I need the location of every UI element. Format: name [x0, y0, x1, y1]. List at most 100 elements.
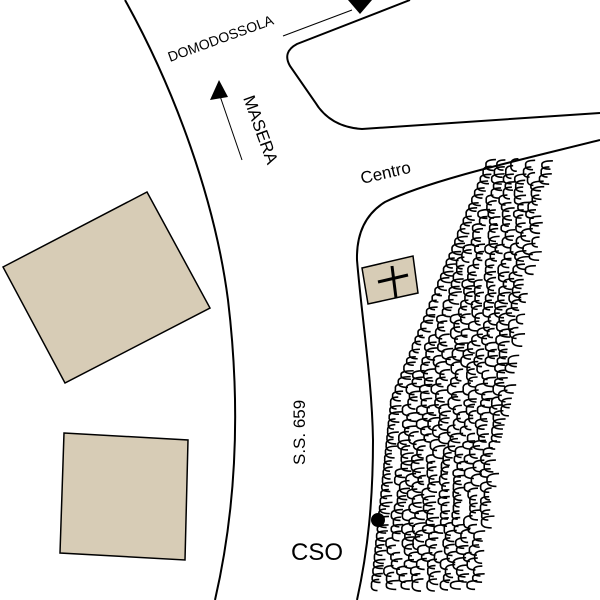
hatch-stroke [511, 283, 524, 299]
hatch-stroke [479, 397, 494, 409]
hatch-stroke [394, 383, 403, 395]
hatch-stroke [490, 396, 499, 410]
arrow-domodossola-icon [282, 0, 372, 37]
hatch-stroke [411, 522, 426, 536]
hatch-stroke [452, 486, 465, 502]
hatch-stroke [463, 398, 477, 408]
hatch-stroke [447, 395, 459, 411]
hatch-stroke [466, 360, 479, 376]
hatch-stroke [459, 299, 469, 311]
hatch-stroke [384, 445, 398, 459]
hatch-stroke [390, 558, 403, 570]
hatch-stroke [442, 445, 456, 459]
hatch-stroke [433, 524, 446, 534]
hatch-stroke [498, 285, 507, 297]
hatch-stroke [428, 299, 437, 311]
hatch-stroke [494, 243, 505, 255]
hatch-stroke [509, 242, 520, 256]
hatch-stroke [372, 558, 386, 570]
hatch-stroke [387, 418, 396, 430]
hatch-stroke [423, 341, 437, 353]
hatch-stroke [514, 250, 527, 262]
hatch-stroke [437, 417, 450, 431]
hatch-stroke [441, 306, 453, 318]
hatch-stroke [389, 404, 402, 416]
hatch-stroke [470, 299, 480, 311]
hatch-stroke [376, 524, 389, 534]
hatch-stroke [483, 299, 492, 311]
hatch-stroke [515, 234, 527, 250]
hatch-stroke [389, 396, 399, 410]
hatch-stroke [463, 284, 475, 298]
hatch-stroke [416, 544, 427, 556]
hatch-stroke [487, 284, 496, 298]
hatch-stroke [408, 517, 417, 527]
hatch-stroke [380, 481, 393, 493]
hatch-stroke [411, 578, 424, 592]
hatch-stroke [371, 572, 383, 584]
hatch-stroke [401, 403, 412, 417]
hatch-stroke [434, 396, 444, 410]
hatch-stroke [469, 494, 478, 508]
hatch-stroke [540, 166, 550, 178]
hatch-stroke [461, 278, 475, 290]
hatch-stroke [471, 538, 482, 548]
hatch-stroke [482, 165, 492, 179]
hatch-stroke [501, 397, 512, 409]
hatch-stroke [390, 523, 404, 535]
hatch-stroke [442, 298, 454, 312]
hatch-stroke [528, 215, 542, 227]
hatch-stroke [474, 291, 484, 305]
hatch-stroke [431, 423, 443, 439]
hatch-stroke [417, 474, 426, 486]
hatch-stroke [473, 530, 486, 542]
hatch-stroke [504, 228, 516, 242]
hatch-stroke [421, 356, 431, 366]
hatch-stroke [442, 451, 452, 467]
hatch-stroke [456, 410, 467, 424]
hatch-stroke [411, 480, 424, 494]
hatch-stroke [477, 433, 489, 443]
hatch-stroke [502, 186, 512, 200]
hatch-stroke [401, 508, 412, 522]
hatch-stroke [462, 514, 473, 530]
hatch-stroke [408, 501, 422, 515]
hatch-stroke [400, 460, 415, 472]
hatch-stroke [407, 396, 418, 410]
hatch-stroke [500, 201, 512, 213]
hatch-stroke [439, 517, 449, 527]
hatch-stroke [503, 251, 514, 261]
label-road-ss659: S.S. 659 [290, 400, 309, 465]
hatch-stroke [393, 501, 407, 515]
hatch-stroke [411, 369, 425, 381]
hatch-stroke [499, 328, 513, 338]
hatch-stroke [455, 544, 469, 556]
hatch-stroke [382, 466, 393, 480]
hatch-stroke [467, 271, 476, 283]
hatch-stroke [473, 549, 485, 565]
label-masera: MASERA [239, 93, 282, 168]
hatch-stroke [421, 523, 435, 535]
hatch-stroke [406, 411, 420, 423]
hatch-stroke [430, 383, 442, 395]
hatch-stroke [453, 474, 464, 486]
hatch-stroke [501, 235, 514, 249]
hatch-stroke [466, 557, 478, 571]
hatch-stroke [428, 543, 438, 557]
hatch-stroke [405, 355, 416, 367]
label-centro: Centro [359, 158, 413, 188]
hatch-stroke [405, 472, 417, 488]
hatch-stroke [491, 424, 505, 438]
hatch-stroke [396, 487, 411, 501]
hatch-stroke [469, 502, 478, 514]
hatch-stroke [512, 263, 525, 277]
hatch-stroke [400, 522, 414, 536]
hatch-stroke [435, 389, 448, 403]
hatch-stroke [471, 223, 482, 233]
hatch-stroke [483, 487, 492, 501]
hatch-stroke [522, 166, 532, 178]
hatch-stroke [425, 347, 438, 361]
hatch-stroke [462, 440, 476, 450]
hatch-stroke [452, 404, 462, 416]
hatch-stroke [411, 340, 421, 354]
